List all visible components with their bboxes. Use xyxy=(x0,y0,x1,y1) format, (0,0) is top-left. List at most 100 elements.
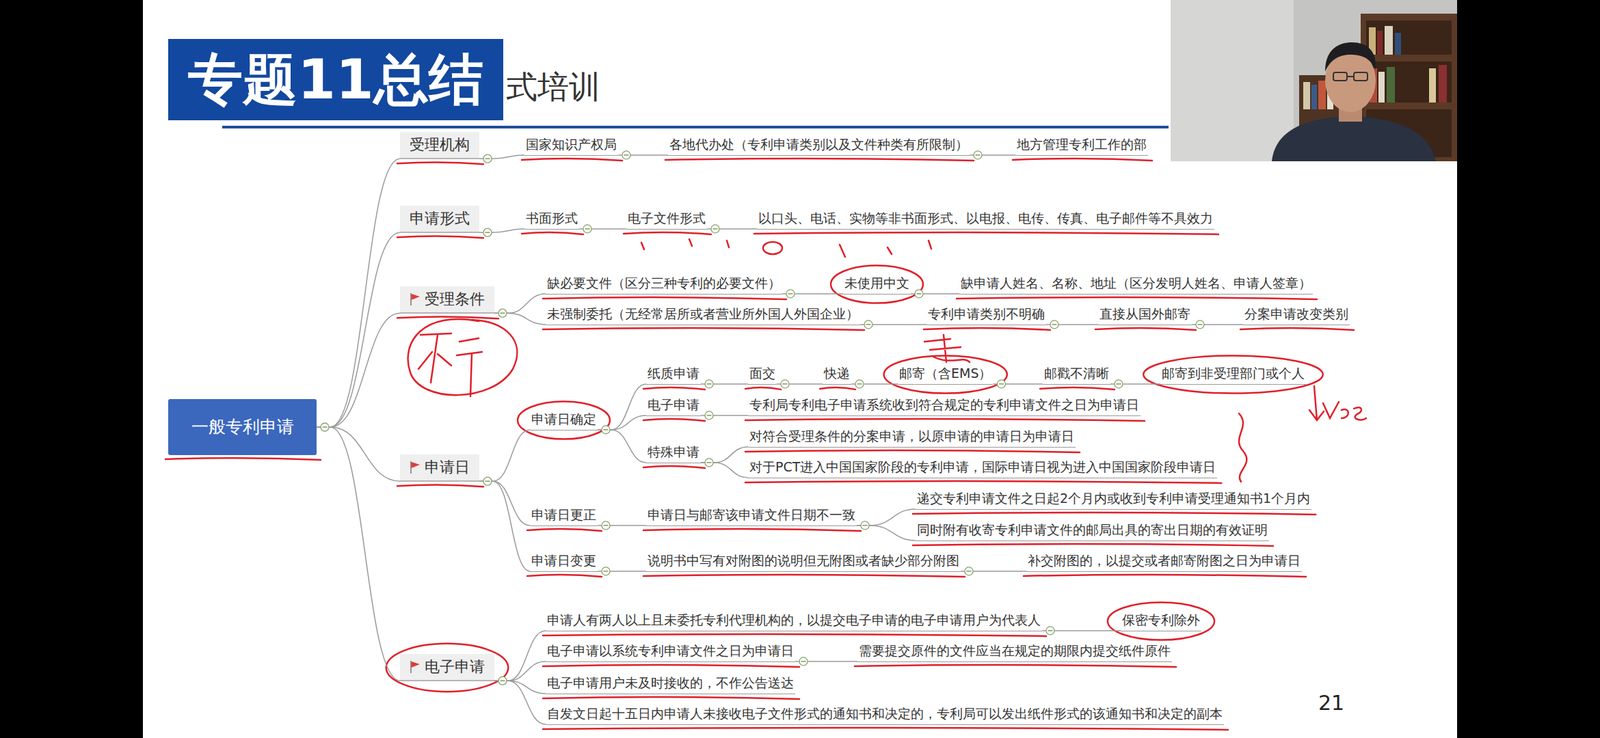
red-circle-mark xyxy=(830,265,924,303)
connector xyxy=(700,383,749,385)
branch-topic: 电子申请 xyxy=(400,654,495,682)
red-underline xyxy=(956,297,1317,300)
topic-text: 地方管理专利工作的部 xyxy=(1016,136,1147,152)
red-underline xyxy=(643,419,705,422)
topic-text: 书面形式 xyxy=(525,210,578,226)
leaf-topic: 分案申请改变类别 xyxy=(1243,304,1350,326)
branch-topic: 申请形式 xyxy=(400,205,480,234)
red-underline xyxy=(542,665,800,668)
collapse-icon xyxy=(704,411,714,420)
red-underline xyxy=(923,328,1051,331)
leaf-topic: 申请日与邮寄该申请文件日期不一致 xyxy=(646,505,857,527)
connector xyxy=(494,631,546,682)
subtitle-fragment: 式培训 xyxy=(505,71,601,103)
red-underline xyxy=(542,728,1229,731)
red-underline xyxy=(643,529,861,532)
connector xyxy=(851,383,898,385)
red-underline xyxy=(165,458,321,461)
red-underline xyxy=(527,575,602,578)
collapse-icon xyxy=(786,289,795,299)
red-underline xyxy=(1023,575,1306,578)
collapse-icon xyxy=(601,567,610,576)
connector xyxy=(579,228,627,230)
handwriting xyxy=(408,239,1367,483)
leaf-topic: 电子文件形式 xyxy=(626,209,708,230)
topic-text: 电子申请 xyxy=(647,397,700,413)
red-circle-mark xyxy=(1107,602,1215,640)
leaf-topic: 未强制委托（无经常居所或者营业所外国人外国企业） xyxy=(545,304,861,326)
topic-text: 邮寄（含EMS） xyxy=(899,365,992,381)
connector xyxy=(316,313,400,428)
topic-text: 对符合受理条件的分案申请，以原申请的申请日为申请日 xyxy=(749,428,1075,444)
red-underline xyxy=(521,158,623,161)
topic-text: 专利局专利电子申请系统收到符合规定的专利申请文件之日为申请日 xyxy=(749,397,1140,413)
connector xyxy=(597,384,647,431)
leaf-topic: 地方管理专利工作的部 xyxy=(1015,135,1149,156)
collapse-icon xyxy=(799,657,808,666)
red-underline xyxy=(912,544,1274,547)
connector xyxy=(316,158,400,428)
topic-text: 申请形式 xyxy=(409,209,470,228)
leaf-topic: 保密专利除外 xyxy=(1120,611,1202,632)
connector xyxy=(910,293,960,295)
topic-text: 缺申请人姓名、名称、地址（区分发明人姓名、申请人签章） xyxy=(960,275,1312,291)
leaf-topic: 缺必要文件（区分三种专利的必要文件） xyxy=(545,274,783,295)
leaf-topic: 申请日更正 xyxy=(529,505,598,527)
topic-text: 申请日与邮寄该申请文件日期不一致 xyxy=(647,507,856,523)
collapse-icon xyxy=(1050,320,1059,329)
connector xyxy=(316,427,400,482)
topic-text: 申请日更正 xyxy=(531,507,597,523)
collapse-icon xyxy=(914,289,924,299)
connector xyxy=(479,481,530,572)
leaf-topic: 特殊申请 xyxy=(646,443,701,464)
connector xyxy=(782,293,844,295)
page-number: 21 xyxy=(1318,693,1345,714)
connector xyxy=(479,430,530,482)
red-underline xyxy=(643,575,965,578)
topic-text: 申请日 xyxy=(424,458,470,477)
leaf-topic: 递交专利申请文件之日起2个月内或收到专利申请受理通知书1个月内 xyxy=(915,489,1312,511)
collapse-icon xyxy=(498,676,507,686)
leaf-topic: 书面形式 xyxy=(524,209,580,230)
leaf-topic: 补交附图的，以提交或者邮寄附图之日为申请日 xyxy=(1026,551,1302,573)
topic-text: 同时附有收寄专利申请文件的邮局出具的寄出日期的有效证明 xyxy=(916,522,1268,538)
connector xyxy=(494,681,546,725)
leaf-topic: 说明书中写有对附图的说明但无附图或者缺少部分附图 xyxy=(646,551,961,573)
topic-text: 以口头、电话、实物等非书面形式、以电报、电传、传真、电子邮件等不具效力 xyxy=(758,210,1213,226)
topic-text: 补交附图的，以提交或者邮寄附图之日为申请日 xyxy=(1027,553,1301,569)
connector xyxy=(969,154,1016,156)
connector xyxy=(795,661,858,663)
connector xyxy=(597,430,647,463)
collapse-icon xyxy=(622,151,631,160)
topic-text: 缺必要文件（区分三种专利的必要文件） xyxy=(547,275,781,291)
leaf-topic: 缺申请人姓名、名称、地址（区分发明人姓名、申请人签章） xyxy=(959,274,1313,295)
collapse-icon xyxy=(973,151,982,160)
red-underline xyxy=(397,484,484,487)
collapse-icon xyxy=(583,224,592,234)
connector xyxy=(700,415,749,417)
leaf-topic: 邮戳不清晰 xyxy=(1042,364,1111,385)
topic-text: 电子申请 xyxy=(424,658,485,677)
red-underline xyxy=(623,232,712,235)
topic-text: 申请人有两人以上且未委托专利代理机构的，以提交电子申请的电子申请用户为代表人 xyxy=(547,612,1041,628)
connector xyxy=(992,383,1043,385)
red-circle-mark xyxy=(517,401,610,439)
red-underline xyxy=(542,697,800,700)
red-underline xyxy=(643,466,705,469)
connector xyxy=(316,427,400,682)
slide-title: 专题11总结 xyxy=(168,38,504,121)
leaf-topic: 申请人有两人以上且未委托专利代理机构的，以提交电子申请的电子申请用户为代表人 xyxy=(545,611,1043,632)
red-underline xyxy=(643,387,705,390)
topic-text: 自发文日起十五日内申请人未接收电子文件形式的通知书和决定的，专利局可以发出纸件形… xyxy=(547,706,1223,722)
red-underline xyxy=(397,316,499,319)
connector xyxy=(479,481,530,526)
topic-text: 说明书中写有对附图的说明但无附图或者缺少部分附图 xyxy=(647,553,960,569)
topic-text: 申请日变更 xyxy=(531,553,597,569)
collapse-icon xyxy=(1195,320,1205,329)
topic-text: 电子申请以系统专利申请文件之日为申请日 xyxy=(547,643,794,659)
collapse-icon xyxy=(601,521,610,530)
red-underline xyxy=(1040,387,1115,390)
connector xyxy=(597,570,647,573)
topic-text: 受理条件 xyxy=(424,290,485,309)
